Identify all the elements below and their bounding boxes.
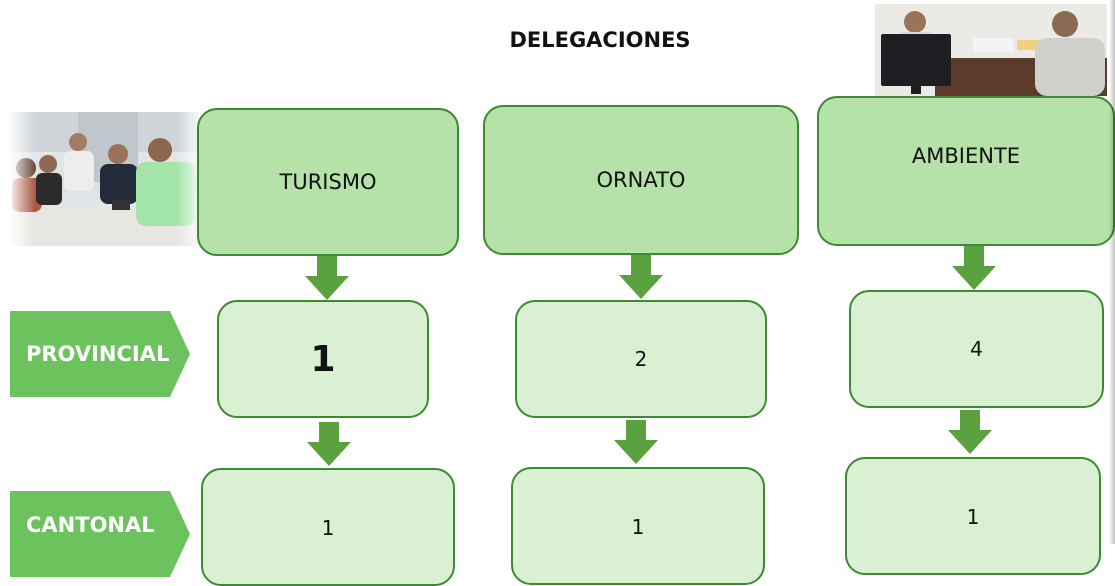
office-photo-right [875, 4, 1107, 96]
down-arrow-icon [619, 255, 663, 299]
provincial-value-turismo: 1 [217, 300, 429, 418]
row-label-cantonal: CANTONAL [10, 491, 190, 577]
category-box-ornato: ORNATO [483, 105, 799, 255]
provincial-value-ornato: 2 [515, 300, 767, 418]
row-label-provincial: PROVINCIAL [10, 311, 190, 397]
category-box-turismo: TURISMO [197, 108, 459, 256]
page-title: DELEGACIONES [509, 28, 691, 52]
category-label-ambiente: AMBIENTE [911, 144, 1021, 168]
down-arrow-icon [948, 410, 992, 454]
down-arrow-icon [952, 246, 996, 290]
category-box-ambiente: AMBIENTE [817, 96, 1115, 246]
down-arrow-icon [614, 420, 658, 464]
down-arrow-icon [307, 422, 351, 466]
down-arrow-icon [305, 256, 349, 300]
category-label-ornato: ORNATO [596, 168, 686, 192]
meeting-photo-left [8, 112, 204, 246]
category-label-turismo: TURISMO [279, 170, 377, 194]
cantonal-value-ambiente: 1 [845, 457, 1101, 575]
provincial-value-ambiente: 4 [849, 290, 1104, 408]
cantonal-value-ornato: 1 [511, 467, 765, 585]
slide-edge-shadow [1109, 0, 1115, 544]
cantonal-value-turismo: 1 [201, 468, 455, 586]
